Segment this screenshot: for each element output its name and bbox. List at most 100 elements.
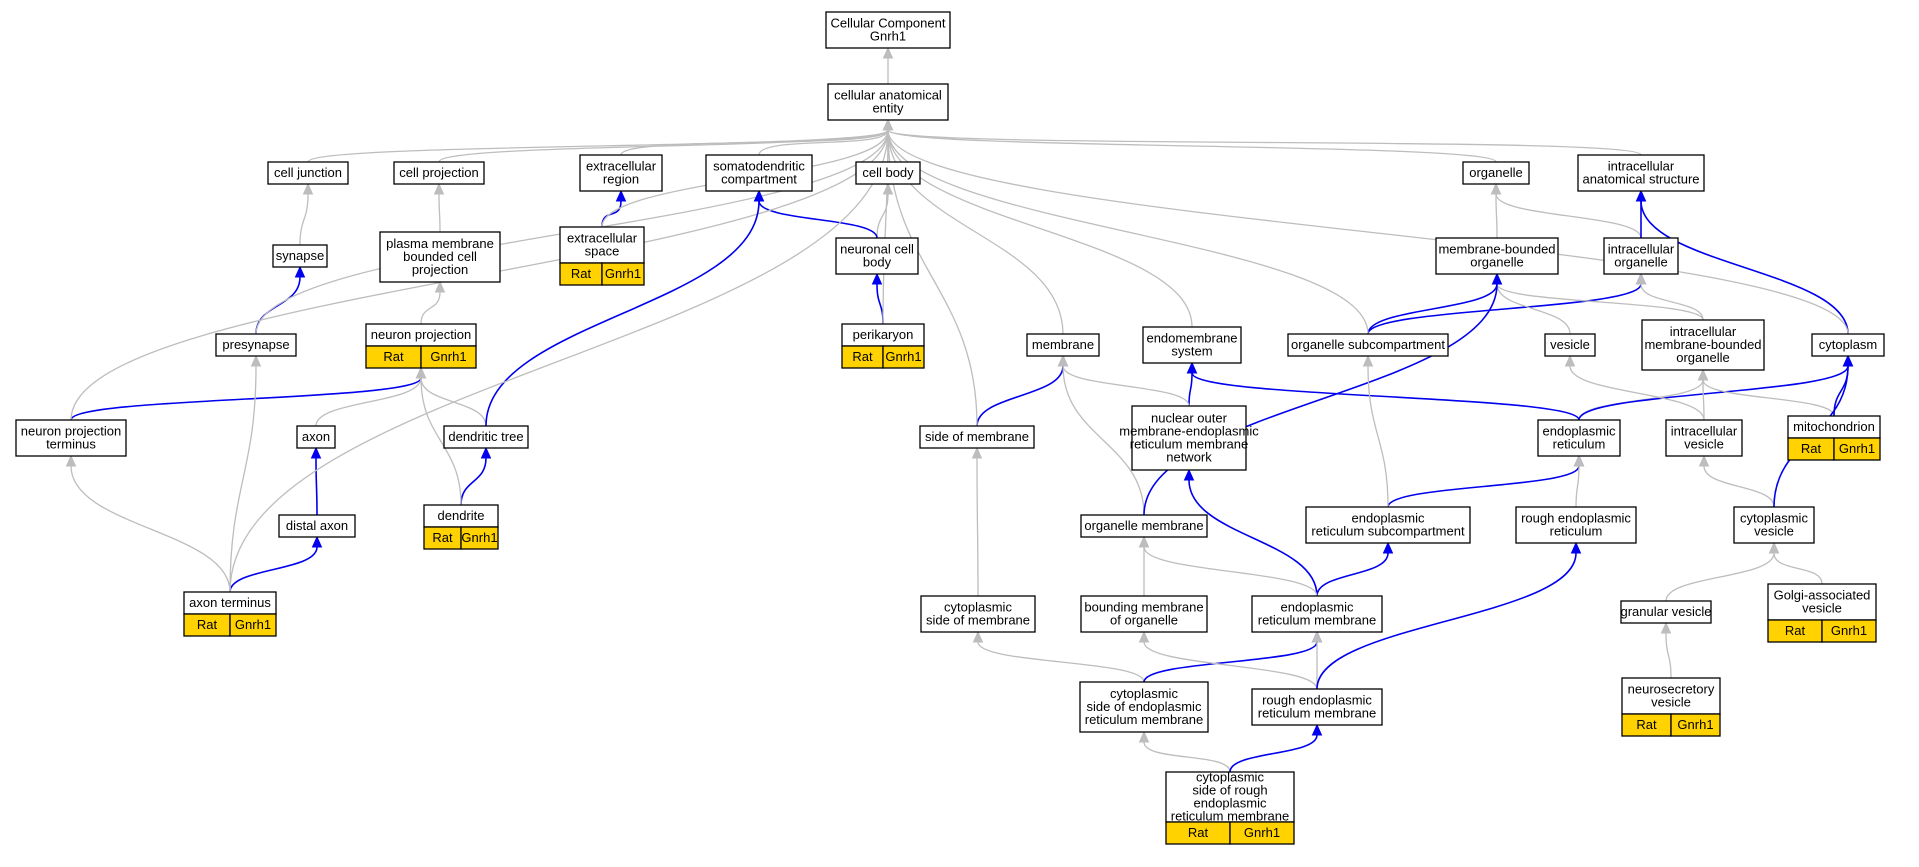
node-dt[interactable]: dendritic tree — [443, 425, 529, 449]
arrowhead — [1768, 541, 1780, 554]
node-syn[interactable]: synapse — [272, 244, 328, 268]
node-box — [1537, 419, 1621, 457]
arrowhead — [1490, 182, 1502, 195]
arrowhead — [1057, 354, 1069, 367]
edge-cae-to-root — [882, 46, 894, 84]
node-label: intracellular — [1608, 159, 1675, 174]
node-label: intracellular — [1608, 242, 1675, 257]
arrowhead — [615, 189, 627, 202]
node-osc[interactable]: organelle subcompartment — [1287, 333, 1449, 357]
node-cj[interactable]: cell junction — [267, 161, 349, 185]
arrowhead — [1573, 454, 1585, 467]
edge-at-to-pre — [229, 354, 262, 593]
node-box — [1665, 419, 1743, 457]
annotation-species: Rat — [571, 266, 592, 281]
node-cb[interactable]: cell body — [855, 161, 921, 185]
annotation-gene: Gnrh1 — [1677, 717, 1713, 732]
edge-erm-to-om — [1138, 535, 1318, 597]
arrowhead — [1311, 630, 1323, 643]
node-ves[interactable]: vesicle — [1544, 333, 1596, 357]
edge-gv-to-cv — [1665, 541, 1780, 602]
arrowhead — [1635, 189, 1647, 202]
edge-np-to-pmbcp — [420, 280, 446, 325]
node-axon[interactable]: axon — [296, 425, 336, 449]
node-box — [296, 425, 336, 449]
node-pre[interactable]: presynapse — [215, 333, 297, 357]
node-da[interactable]: distal axon — [278, 514, 356, 538]
node-som[interactable]: side of membrane — [919, 425, 1035, 449]
node-box — [1287, 333, 1449, 357]
arrowhead — [480, 446, 492, 459]
arrowhead — [972, 630, 984, 643]
node-label: endoplasmic — [1352, 511, 1425, 526]
edge-den-to-np — [415, 366, 462, 506]
node-box — [1767, 583, 1877, 621]
edge-pmbcp-to-cp — [433, 182, 445, 233]
node-box — [272, 244, 328, 268]
edge-nsv-to-gv — [1660, 621, 1672, 679]
edge-peri-to-ncb — [871, 272, 884, 325]
node-gv[interactable]: granular vesicle — [1620, 600, 1712, 624]
node-cyto[interactable]: cytoplasm — [1811, 333, 1885, 357]
arrowhead — [1698, 454, 1710, 467]
arrowhead — [250, 354, 262, 367]
arrowhead — [65, 454, 77, 467]
node-box — [1621, 677, 1721, 715]
node-label: membrane-endoplasmic — [1119, 424, 1259, 439]
annotation-species: Rat — [1636, 717, 1657, 732]
edge-pre-to-syn — [255, 265, 306, 335]
node-om[interactable]: organelle membrane — [1080, 514, 1208, 538]
arrowhead — [882, 118, 894, 131]
node-label: reticulum subcompartment — [1311, 524, 1465, 539]
node-label: cellular anatomical — [834, 88, 942, 103]
node-box — [1733, 506, 1815, 544]
node-label: vesicle — [1550, 337, 1590, 352]
arrowhead — [1382, 541, 1394, 554]
node-mem[interactable]: membrane — [1026, 333, 1100, 357]
node-nomer[interactable]: nuclear outermembrane-endoplasmicreticul… — [1119, 405, 1259, 471]
node-cp[interactable]: cell projection — [393, 161, 485, 185]
node-label: neuron projection — [21, 424, 121, 439]
arrowhead — [1183, 468, 1195, 481]
annotation-species: Rat — [383, 349, 404, 364]
annotation-species: Rat — [852, 349, 873, 364]
edge-erm-to-nomer — [1183, 468, 1318, 597]
node-org[interactable]: organelle — [1462, 161, 1530, 185]
edge-csrerm-to-cserm — [1138, 730, 1231, 773]
node-label: cell junction — [274, 165, 342, 180]
annotation-gene-cell — [460, 526, 499, 550]
annotation-gene-cell — [1229, 821, 1295, 845]
